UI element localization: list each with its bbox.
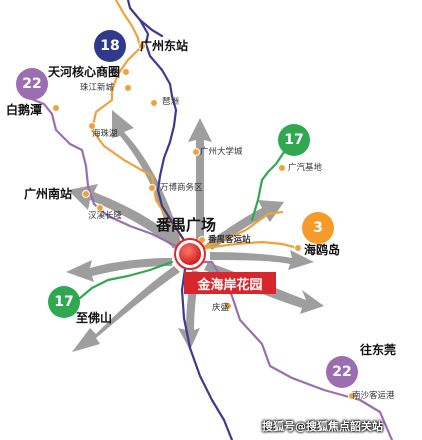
station-panyu-bus: 番禺客运站 xyxy=(208,235,251,245)
station-pazhou: 琶洲 xyxy=(162,97,180,107)
dot-gac xyxy=(278,164,286,172)
dot-zhujiang xyxy=(124,84,132,92)
station-qingsheng: 庆盛 xyxy=(212,303,230,313)
station-guangzhou-east: 广州东站 xyxy=(140,39,189,53)
line-17-badge-top: 17 xyxy=(278,124,310,156)
watermark: 搜狐号@搜狐焦点韶关站 xyxy=(262,420,383,433)
station-wanbo: 万博商务区 xyxy=(160,183,203,193)
dot-tianhe xyxy=(122,68,130,76)
dot-qingsheng xyxy=(224,302,232,310)
line-green-17-top xyxy=(250,150,286,222)
station-zhujiang-new-town: 珠江新城 xyxy=(80,83,115,93)
station-nansha-port: 南沙客运港 xyxy=(352,391,395,401)
station-guangzhou-south: 广州南站 xyxy=(24,187,73,201)
arrow-north-guangzhou-south xyxy=(68,184,182,250)
dot-hanxi xyxy=(96,204,104,212)
arrow-west xyxy=(66,258,172,282)
station-to-foshan: 至佛山 xyxy=(76,311,113,325)
station-haiou-island: 海鸥岛 xyxy=(304,243,341,257)
line-green-17-bottom xyxy=(78,260,174,300)
project-banner: 金海岸花园 xyxy=(184,272,276,294)
dot-haiou xyxy=(294,244,302,252)
line-22-badge-bottom: 22 xyxy=(326,356,358,388)
arrow-southwest-foshan xyxy=(72,266,180,352)
arrow-north-center xyxy=(188,118,212,240)
station-university-town: 广州大学城 xyxy=(200,147,243,157)
station-tianhe-core: 天河核心商圈 xyxy=(48,65,121,79)
hub-name: 番禺广场 xyxy=(156,216,217,234)
dot-baietan xyxy=(52,104,60,112)
station-dots xyxy=(52,42,356,400)
line-17-badge-bottom: 17 xyxy=(48,286,80,318)
hub-marker xyxy=(179,243,201,265)
dot-pazhou xyxy=(150,99,158,107)
station-to-dongguan: 往东莞 xyxy=(360,343,397,357)
line-22-badge-top: 22 xyxy=(16,68,48,100)
station-baietan: 白鹅潭 xyxy=(6,103,43,117)
line-18-badge: 18 xyxy=(94,30,126,62)
dot-university xyxy=(192,148,200,156)
line-navy-top-right xyxy=(138,18,164,38)
station-haizhou: 海珠湖 xyxy=(92,129,118,139)
dot-guangzhou-east xyxy=(138,42,146,50)
line-navy-18 xyxy=(126,0,234,440)
line-orange-3 xyxy=(90,0,300,252)
station-hanxi-changlong: 汉溪长隆 xyxy=(88,211,123,221)
dot-wanbo xyxy=(148,184,156,192)
arrow-northeast-gac xyxy=(206,200,284,250)
dot-haizhou xyxy=(88,122,96,130)
dot-gz-south xyxy=(82,190,90,198)
arrow-east xyxy=(210,250,314,270)
dot-nansha xyxy=(348,392,356,400)
line-3-badge: 3 xyxy=(302,212,334,244)
station-gac-base: 广汽基地 xyxy=(288,163,323,173)
